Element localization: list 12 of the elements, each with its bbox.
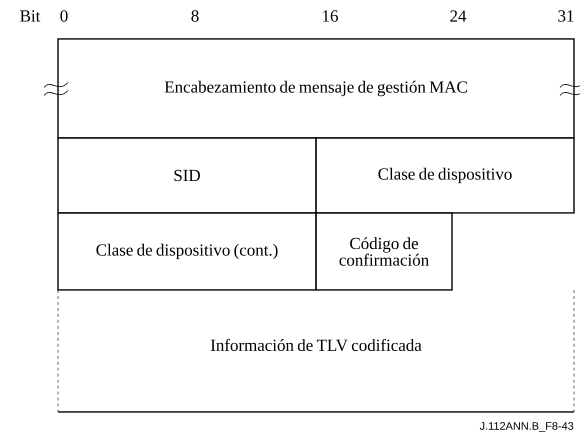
variable-field: Información de TLV codificada	[58, 290, 574, 413]
field-box: SID	[57, 137, 317, 214]
axis-label: Bit	[20, 10, 40, 22]
field-box: Clase de dispositivo (cont.)	[57, 212, 317, 291]
bit-number: 8	[191, 10, 199, 22]
bit-number: 16	[323, 10, 338, 22]
field-box: Código de confirmación	[315, 212, 453, 291]
bit-number: 24	[450, 10, 466, 22]
bit-number: 0	[60, 10, 68, 22]
field-box: Clase de dispositivo	[315, 137, 575, 214]
bit-number: 31	[558, 10, 574, 22]
header-field: Encabezamiento de mensaje de gestión MAC	[44, 38, 580, 139]
